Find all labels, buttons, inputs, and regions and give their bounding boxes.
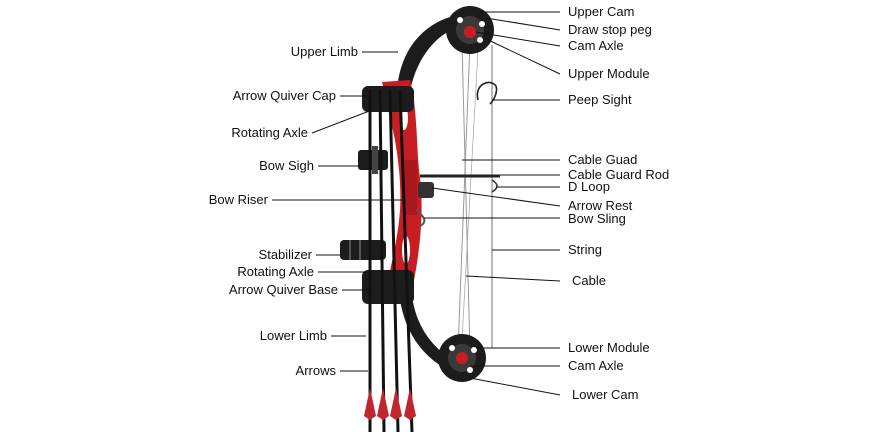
- d-loop-shape: [491, 179, 498, 193]
- label-arrows: Arrows: [295, 363, 336, 378]
- label-upper-limb: Upper Limb: [290, 44, 358, 59]
- arrow-fletching-1: [364, 388, 376, 420]
- label-arrow-quiver-base: Arrow Quiver Base: [228, 282, 338, 297]
- peep-sight-shape: [476, 81, 498, 105]
- label-cam-axle-top: Cam Axle: [568, 38, 624, 53]
- label-peep-sight: Peep Sight: [568, 92, 632, 107]
- label-lower-module: Lower Module: [568, 340, 650, 355]
- label-lower-cam: Lower Cam: [572, 387, 639, 402]
- label-cam-axle-bottom: Cam Axle: [568, 358, 624, 373]
- upper-cam-hole-a: [457, 17, 463, 23]
- upper-cam-hole-b: [479, 21, 485, 27]
- label-arrow-quiver-cap: Arrow Quiver Cap: [232, 88, 336, 103]
- arrow-fletching-4: [404, 388, 416, 420]
- label-d-loop: D Loop: [568, 179, 610, 194]
- arrow-shaft-3: [388, 89, 400, 433]
- label-upper-cam: Upper Cam: [568, 4, 635, 19]
- label-rotating-axle-bottom: Rotating Axle: [237, 264, 314, 279]
- quiver-base-shape: [362, 270, 414, 304]
- leader-lower-cam: [469, 377, 561, 396]
- riser-grip: [403, 160, 417, 215]
- upper-cam-center: [464, 26, 476, 38]
- lower-cam-hole-c: [467, 367, 473, 373]
- leader-lines-left: [272, 51, 402, 372]
- label-string: String: [568, 242, 602, 257]
- arrow-shaft-2: [378, 89, 386, 433]
- leader-cam-axle-top: [475, 31, 561, 47]
- bow-cable-c: [461, 49, 479, 341]
- bow-cable-a: [461, 43, 471, 353]
- arrow-fletching-3: [390, 388, 402, 420]
- label-cable-guard-rod: Cable Guard Rod: [568, 167, 670, 182]
- lower-cam-center: [456, 352, 468, 364]
- leader-lines-right: [424, 11, 561, 396]
- label-arrow-rest: Arrow Rest: [568, 198, 633, 213]
- label-rotating-axle-top: Rotating Axle: [231, 125, 308, 140]
- lower-cam-hole-b: [471, 347, 477, 353]
- arrow-shaft-4: [398, 89, 414, 433]
- label-upper-module: Upper Module: [568, 66, 650, 81]
- label-stabilizer: Stabilizer: [258, 247, 312, 262]
- label-bow-sling: Bow Sling: [568, 211, 626, 226]
- leader-arrow-rest: [431, 187, 561, 207]
- stabilizer-shape: [340, 240, 386, 260]
- label-bow-sigh: Bow Sigh: [259, 158, 314, 173]
- label-bow-riser: Bow Riser: [208, 192, 268, 207]
- label-draw-stop-peg: Draw stop peg: [568, 22, 652, 37]
- arrow-fletching-2: [377, 388, 389, 420]
- bow-riser-shape: [382, 80, 422, 302]
- label-cable: Cable: [572, 273, 606, 288]
- leader-upper-module: [483, 37, 561, 75]
- bow-sling-shape: [415, 209, 426, 227]
- leader-draw-stop-peg: [485, 17, 561, 31]
- label-lower-limb: Lower Limb: [259, 328, 327, 343]
- lower-cam-hole-a: [449, 345, 455, 351]
- label-cable-guad: Cable Guad: [568, 152, 638, 167]
- upper-cam-hole-c: [477, 37, 483, 43]
- leader-cable: [465, 275, 561, 282]
- bow-cable-b: [457, 41, 471, 351]
- arrow-rest-shape: [418, 182, 434, 198]
- leader-rotating-axle-top: [311, 109, 373, 134]
- bow-sight-pins: [372, 146, 378, 174]
